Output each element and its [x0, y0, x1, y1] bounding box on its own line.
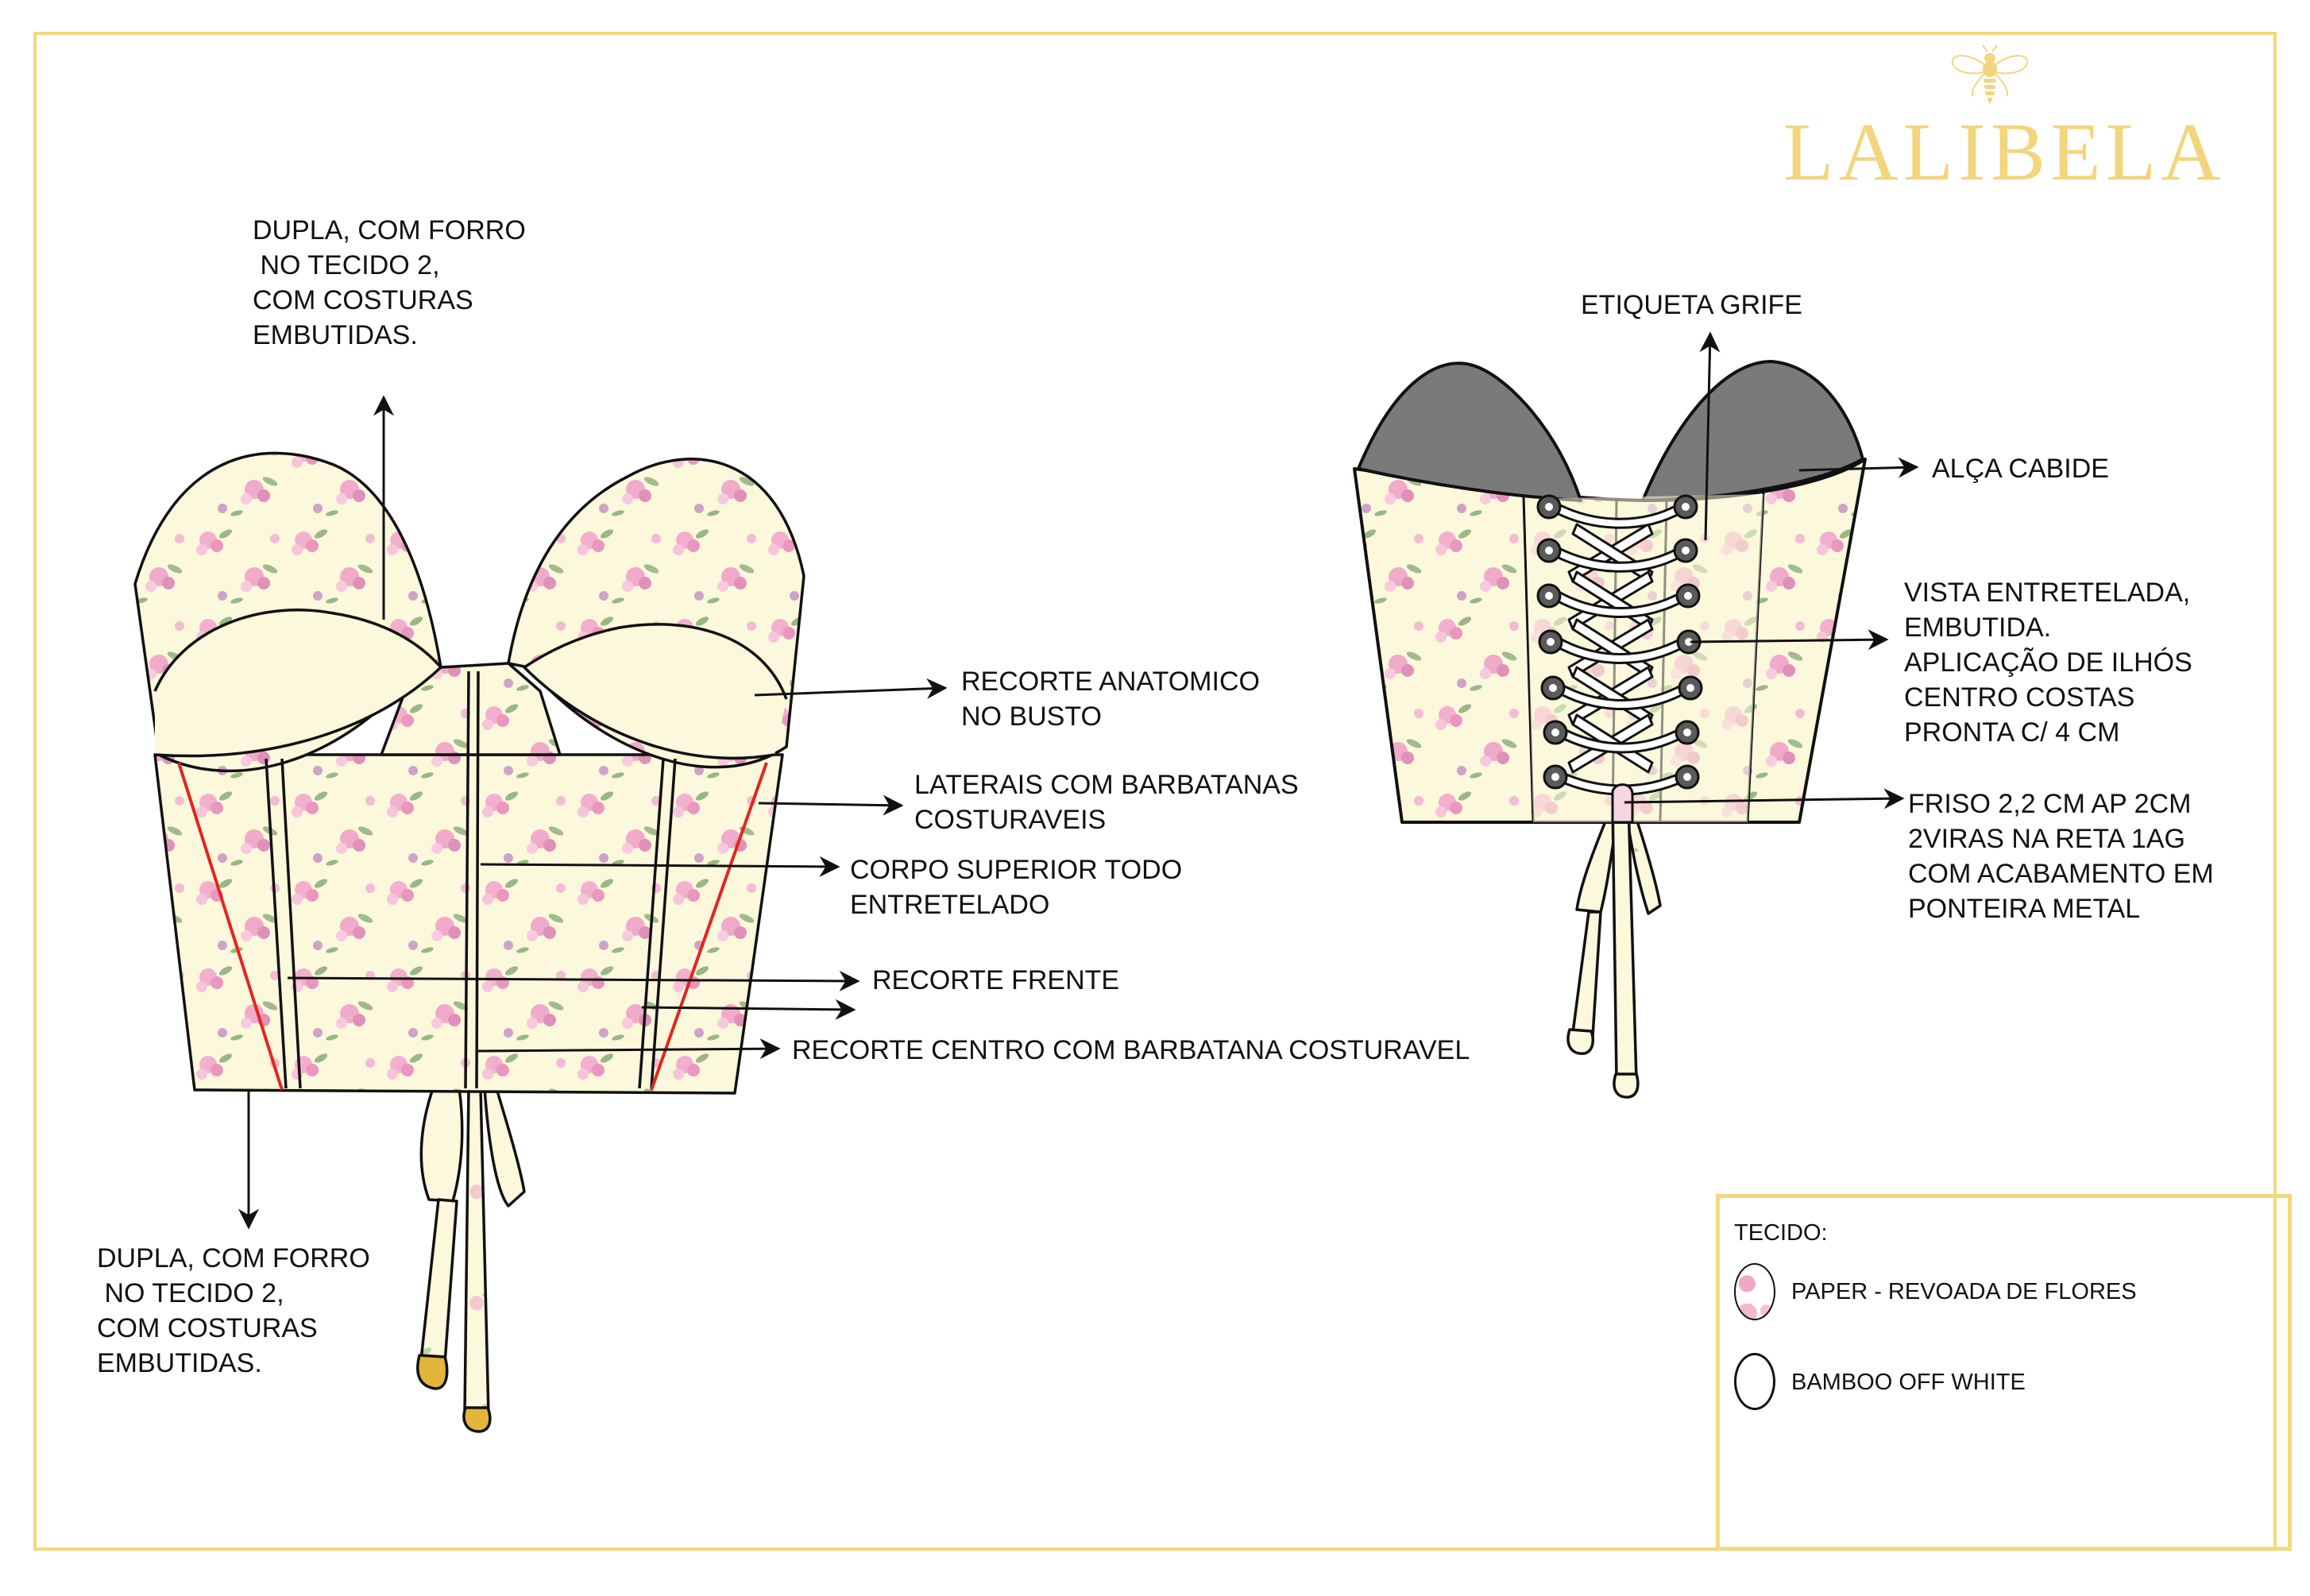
arrow-corpo-superior	[480, 856, 840, 877]
arrow-laterais	[758, 794, 904, 816]
bee-icon	[1951, 44, 2029, 104]
legend-item-plain: BAMBOO OFF WHITE	[1791, 1370, 2026, 1395]
front-body	[153, 753, 784, 1095]
note-laterais: LATERAIS COM BARBATANAS COSTURAVEIS	[914, 770, 1299, 835]
legend-item-floral: PAPER - REVOADA DE FLORES	[1791, 1279, 2137, 1304]
back-leaders	[1624, 331, 1919, 810]
back-view	[1353, 360, 1867, 1099]
boning-line-left	[177, 762, 284, 1091]
note-vista: VISTA ENTRETELADA, EMBUTIDA. APLICAÇÃO D…	[1904, 578, 2192, 748]
brand-logo-text: LALIBELA	[1783, 106, 2226, 198]
note-front-top: DUPLA, COM FORRO NO TECIDO 2, COM COSTUR…	[253, 215, 526, 350]
page-frame	[33, 32, 2277, 1551]
arrow-alca	[1798, 457, 1919, 478]
note-recorte-centro: RECORTE CENTRO COM BARBATANA COSTURAVEL	[792, 1035, 1470, 1065]
arrow-recorte-centro	[477, 1038, 781, 1060]
front-view	[133, 451, 805, 1433]
fabric-legend: TECIDO: PAPER - REVOADA DE FLORES BAMBOO…	[1716, 1194, 2292, 1551]
note-friso: FRISO 2,2 CM AP 2CM 2VIRAS NA RETA 1AG C…	[1908, 789, 2214, 924]
back-ties	[1566, 793, 1662, 1099]
arrow-recorte-frente	[287, 970, 860, 991]
legend-title: TECIDO:	[1734, 1220, 1828, 1246]
metal-tip-icon	[416, 1354, 449, 1390]
arrow-vista	[1690, 629, 1889, 651]
boning-line-right	[650, 762, 768, 1091]
note-etiqueta: ETIQUETA GRIFE	[1581, 290, 1802, 320]
arrow-recorte-frente-2	[641, 999, 856, 1020]
note-corpo-superior: CORPO SUPERIOR TODO ENTRETELADO	[850, 855, 1183, 920]
front-ties	[416, 1087, 526, 1433]
floral-fabric-swatch-icon	[1734, 1263, 1775, 1320]
back-right-cup-lining	[1641, 360, 1864, 502]
note-alca: ALÇA CABIDE	[1932, 454, 2109, 484]
arrow-etiqueta	[1699, 331, 1721, 541]
eyelets	[1536, 494, 1703, 796]
back-left-cup-lining	[1357, 361, 1582, 502]
note-recorte-frente: RECORTE FRENTE	[872, 965, 1120, 995]
note-front-bottom: DUPLA, COM FORRO NO TECIDO 2, COM COSTUR…	[97, 1243, 370, 1378]
plain-fabric-swatch-icon	[1734, 1353, 1775, 1410]
arrow-recorte-anatomico	[754, 678, 948, 699]
lace-knot	[1611, 783, 1634, 824]
metal-tip-icon	[462, 1406, 492, 1433]
note-recorte-anatomico: RECORTE ANATOMICO NO BUSTO	[961, 667, 1260, 732]
arrow-friso	[1624, 788, 1905, 810]
front-leaders	[238, 395, 948, 1230]
